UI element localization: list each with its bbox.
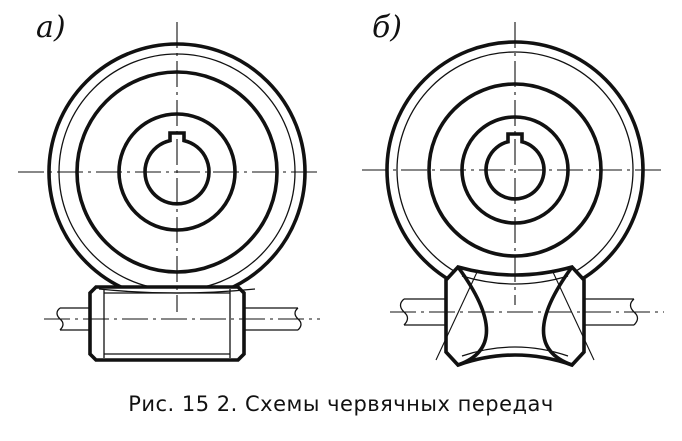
panel-a-worm [88, 285, 246, 362]
panel-b-label: б) [372, 10, 403, 45]
panel-b-worm-left-flank [456, 265, 489, 367]
panel-b-construction-line-left [435, 269, 479, 361]
panel-b-construction-line-right [551, 269, 595, 361]
panel-b-worm-right-flank [541, 265, 574, 367]
panel-b-drawing [362, 22, 664, 368]
panel-b-bore-keyway [484, 132, 546, 201]
panel-a-drawing [18, 22, 320, 362]
panel-a-label: a) [36, 10, 66, 45]
panel-a-mesh-arc [98, 288, 256, 294]
panel-a-bore-keyway [143, 131, 211, 206]
figure-caption: Рис. 15 2. Схемы червячных передач [128, 392, 554, 416]
